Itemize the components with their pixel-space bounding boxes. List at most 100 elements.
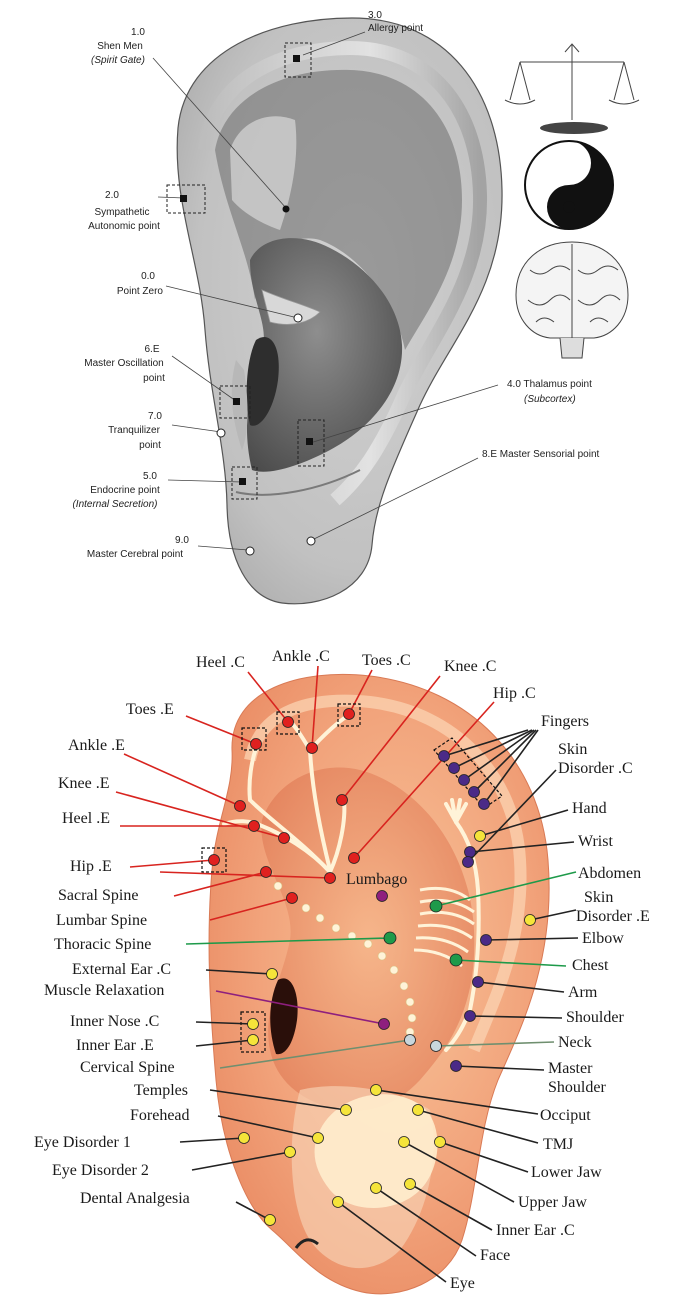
leader-line-eye-point <box>337 1201 447 1283</box>
lobe-sketch <box>294 1238 319 1249</box>
leader-line-sacral-point <box>173 871 267 897</box>
leader-line-skin-e-point <box>529 909 577 921</box>
cervical-point-dot <box>404 1034 416 1046</box>
neck-point-dot <box>430 1040 442 1052</box>
label-dental-analgesia: Dental Analgesia <box>80 1190 190 1207</box>
leader-line-hip-c <box>353 701 495 859</box>
tranquilizer-marker <box>216 428 226 438</box>
chest-point-dot <box>449 953 463 967</box>
top-leader-lines <box>152 31 499 551</box>
muscle-relaxation-point-dot <box>378 1018 390 1030</box>
lumbar-point-dot <box>286 892 298 904</box>
label-inner-ear-c: Inner Ear .C <box>496 1222 575 1239</box>
master-shoulder-point-dot <box>450 1060 462 1072</box>
lumbago-dot-dot <box>376 890 388 902</box>
hip-c-dot <box>348 852 360 864</box>
thalamus-subtitle: (Subcortex) <box>524 394 576 405</box>
yin-yang-icon <box>524 140 614 230</box>
allergy-label: Allergy point <box>368 23 423 34</box>
label-skin-c-line2: Disorder .C <box>558 760 633 777</box>
skin-e-point-dot <box>524 914 536 926</box>
fingers-box <box>433 737 503 809</box>
thalamus-point-box <box>297 419 325 467</box>
sympathetic-label: Sympathetic <box>94 207 149 218</box>
label-eye-disorder-1: Eye Disorder 1 <box>34 1134 131 1151</box>
label-ankle-c: Ankle .C <box>272 648 330 665</box>
endocrine-number: 5.0 <box>143 471 157 482</box>
sympathetic-number: 2.0 <box>105 190 119 201</box>
top-point-markers <box>166 42 325 556</box>
label-thoracic-spine: Thoracic Spine <box>54 936 151 953</box>
leader-line-occiput-point <box>375 1089 539 1115</box>
eye-disorder-1-point-dot <box>238 1132 250 1144</box>
label-skin-c-line1: Skin <box>558 741 587 758</box>
hand-point-dot <box>474 830 486 842</box>
finger-4-dot <box>468 786 480 798</box>
master-sensorial-marker <box>306 536 316 546</box>
allergy-number: 3.0 <box>368 10 382 21</box>
leader-line-dental-point <box>235 1201 271 1221</box>
knee-e-dot <box>278 832 290 844</box>
upper-jaw-point-dot <box>398 1136 410 1148</box>
lobe-fold <box>235 469 361 496</box>
arm-point-dot <box>472 976 484 988</box>
finger-2-dot <box>448 762 460 774</box>
leader-line-eye-disorder-2-point <box>191 1151 291 1171</box>
leader-line-eye-disorder-1-point <box>179 1137 245 1143</box>
label-inner-nose-c: Inner Nose .C <box>70 1013 159 1030</box>
label-chest: Chest <box>572 957 609 974</box>
leader-line-upper-jaw-point <box>403 1141 515 1203</box>
leader-line-lumbar-point <box>209 897 293 921</box>
shen-men-number: 1.0 <box>131 27 145 38</box>
label-occiput: Occiput <box>540 1107 591 1124</box>
somatotopic-ear-diagram: Heel .C Ankle .C Toes .C Knee .C Hip .C … <box>34 648 650 1295</box>
helix-crus <box>261 289 321 325</box>
occiput-point-dot <box>370 1084 382 1096</box>
heel-c-box <box>276 711 300 735</box>
leader-line-cervical-point <box>219 1039 411 1069</box>
bottom-marker-boxes <box>201 703 503 1053</box>
leader-line-toes-e <box>185 715 257 745</box>
leader-line-abdomen-point <box>435 871 577 907</box>
wrist-point-dot <box>464 846 476 858</box>
leader-line-muscle-relaxation-point <box>215 990 385 1025</box>
leader-line-wrist-point <box>469 841 575 853</box>
leader-line-arm-point <box>477 981 565 993</box>
eye-disorder-2-point-dot <box>284 1146 296 1158</box>
leader-line-external-ear-point <box>205 969 273 975</box>
thalamus-point-marker <box>306 438 313 445</box>
label-forehead: Forehead <box>130 1107 190 1124</box>
label-knee-c: Knee .C <box>444 658 496 675</box>
sympathetic-point-marker <box>180 195 187 202</box>
label-neck: Neck <box>558 1034 592 1051</box>
point-zero-marker <box>293 313 303 323</box>
endocrine-label: Endocrine point <box>90 485 160 496</box>
shen-men-marker <box>282 205 290 213</box>
label-toes-c: Toes .C <box>362 652 411 669</box>
leader-line-ankle-e <box>123 753 241 807</box>
endocrine-point-marker <box>239 478 246 485</box>
bottom-point-dots <box>208 708 536 1226</box>
leader-line-forehead-point <box>217 1115 319 1139</box>
label-muscle-relaxation: Muscle Relaxation <box>44 982 164 999</box>
leader-line-finger-3 <box>463 729 535 781</box>
shoulder-point-dot <box>464 1010 476 1022</box>
sacral-point-dot <box>260 866 272 878</box>
label-face: Face <box>480 1247 510 1264</box>
lower-jaw-point-dot <box>434 1136 446 1148</box>
leader-line-toes-c <box>348 669 373 715</box>
allergy-point-box <box>284 42 312 78</box>
brain-icon <box>515 241 629 359</box>
leader-line-inner-ear-c-point <box>409 1183 493 1231</box>
leader-line-finger-2 <box>453 729 533 769</box>
label-master-shoulder-line1: Master <box>548 1060 593 1077</box>
label-abdomen: Abdomen <box>578 865 641 882</box>
label-heel-c: Heel .C <box>196 654 245 671</box>
temples-point-dot <box>340 1104 352 1116</box>
allergy-point-marker <box>293 55 300 62</box>
label-fingers: Fingers <box>541 713 589 730</box>
label-hand: Hand <box>572 800 607 817</box>
leader-line-elbow-point <box>485 937 579 941</box>
label-tmj: TMJ <box>543 1136 573 1153</box>
hip-e-box <box>201 847 227 873</box>
